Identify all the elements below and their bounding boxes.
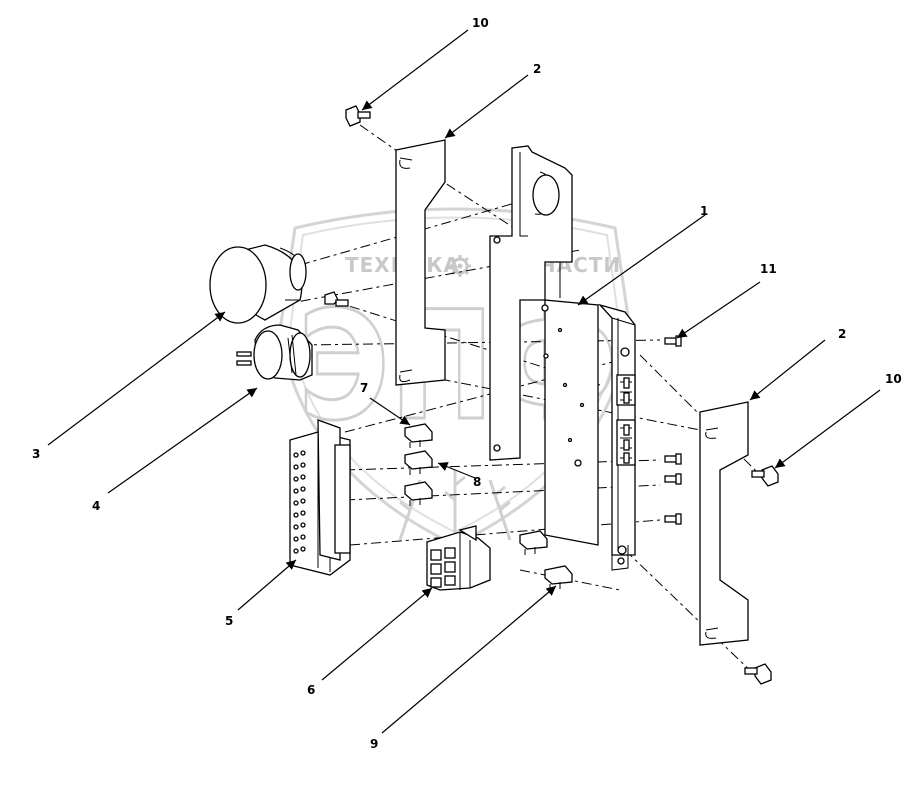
callout-2-upper: 2 xyxy=(533,62,541,76)
leader-3 xyxy=(47,311,226,446)
relay-socket xyxy=(426,525,491,591)
callout-10-upper: 10 xyxy=(472,16,489,30)
leader-4 xyxy=(107,387,258,494)
leader-lines xyxy=(47,29,881,734)
callout-10-right: 10 xyxy=(885,372,902,386)
bolt-10-upper xyxy=(345,105,371,127)
leader-2-right xyxy=(749,339,826,401)
leader-10-right xyxy=(774,389,881,469)
screw-11-group xyxy=(664,335,682,525)
callout-3: 3 xyxy=(32,447,40,461)
leader-9 xyxy=(381,585,557,734)
blade-fuse-7-upper xyxy=(404,423,433,448)
right-strap-bracket xyxy=(699,401,749,646)
bolt-10-lower-right xyxy=(751,465,779,487)
callout-2-right: 2 xyxy=(838,327,846,341)
callout-labels: 10 2 1 11 2 10 3 4 7 8 5 6 9 xyxy=(32,16,902,751)
callout-7: 7 xyxy=(360,381,368,395)
leader-11 xyxy=(676,281,761,339)
blade-fuse-7-middle xyxy=(404,450,433,475)
callout-9: 9 xyxy=(370,737,378,751)
multi-pin-connector xyxy=(289,419,351,576)
leader-6 xyxy=(321,587,433,681)
leader-10-upper xyxy=(361,29,469,111)
blade-fuse-7-right xyxy=(519,530,548,555)
large-cylinder-relay xyxy=(209,244,307,324)
connector-pin-grid xyxy=(293,450,306,554)
small-relay xyxy=(236,324,313,381)
gear-icon xyxy=(449,255,471,277)
bolt-10-bottom xyxy=(744,663,772,685)
callout-5: 5 xyxy=(225,614,233,628)
main-bracket-plate xyxy=(489,145,636,571)
callout-8: 8 xyxy=(473,475,481,489)
callout-4: 4 xyxy=(92,499,100,513)
callout-6: 6 xyxy=(307,683,315,697)
leader-8 xyxy=(437,462,476,479)
leader-1 xyxy=(577,214,706,306)
leader-5 xyxy=(237,559,297,611)
callout-11: 11 xyxy=(760,262,777,276)
blade-fuse-7-lower xyxy=(404,481,433,506)
leader-2-upper xyxy=(444,74,529,139)
left-strap-bracket xyxy=(395,139,446,386)
terminal-block xyxy=(616,374,636,466)
blade-fuse-9 xyxy=(544,565,573,590)
leader-7 xyxy=(369,397,411,426)
callout-1: 1 xyxy=(700,204,708,218)
bolt-left-small xyxy=(324,291,349,307)
